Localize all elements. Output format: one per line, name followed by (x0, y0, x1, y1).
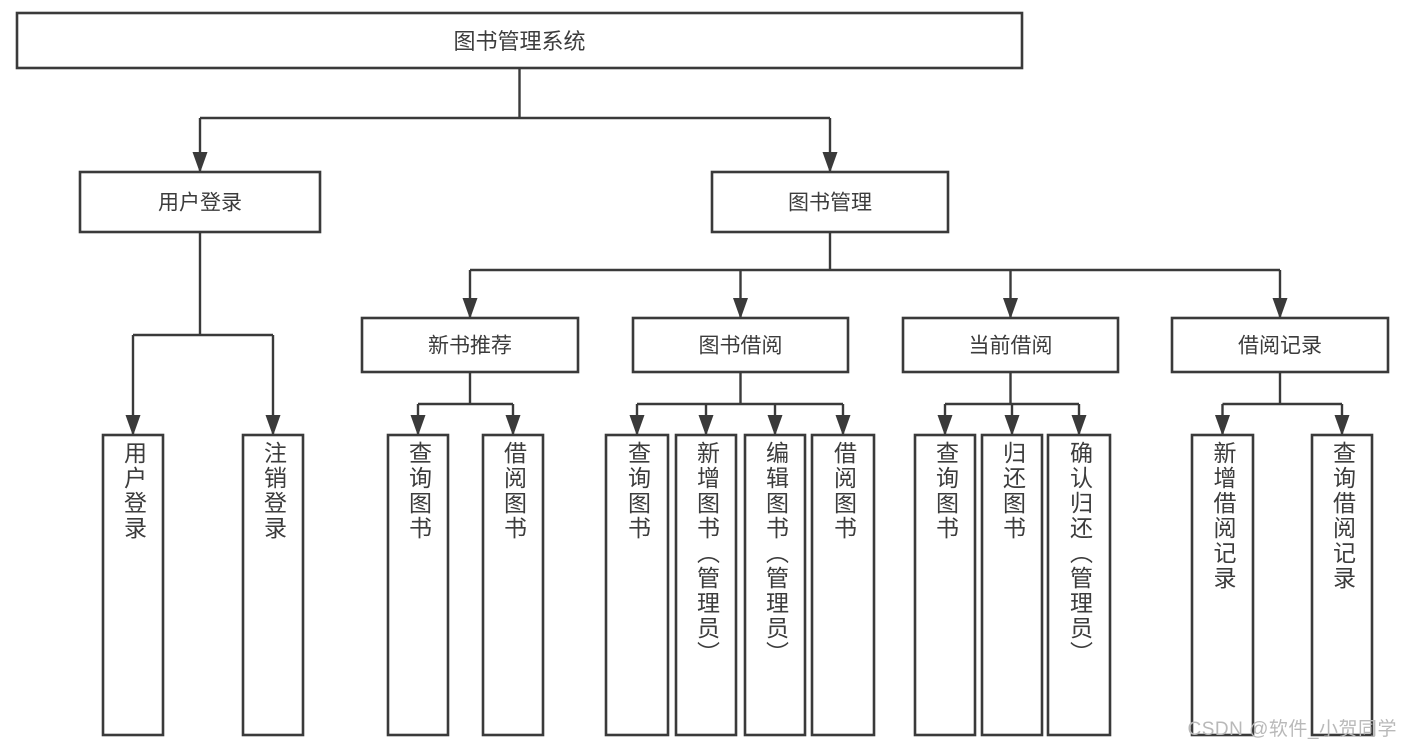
leaf-box-leaf-borrow-book-borrow[interactable] (810, 433, 876, 737)
leaf-box-leaf-add-book-admin[interactable] (674, 433, 738, 737)
node-label-user-login: 用户登录 (158, 192, 242, 215)
node-label-new-book-recommend: 新书推荐 (428, 335, 512, 358)
leaf-box-leaf-user-login[interactable] (101, 433, 165, 737)
node-label-root: 图书管理系统 (453, 29, 585, 54)
arrow-head-icon-leaf-query-book-borrow (629, 415, 645, 436)
arrow-head-icon-leaf-user-login (125, 415, 141, 436)
node-label-book-manage: 图书管理 (788, 192, 872, 215)
node-box-user-login[interactable] (78, 170, 322, 234)
leaf-box-leaf-query-book-borrow[interactable] (604, 433, 670, 737)
arrow-head-icon-leaf-confirm-return-admin (1071, 415, 1087, 436)
arrow-head-icon-book-borrow (733, 298, 748, 319)
leaf-box-leaf-query-book-recommend[interactable] (386, 433, 450, 737)
leaf-box-leaf-return-book[interactable] (980, 433, 1044, 737)
arrow-head-icon-leaf-query-borrow-record (1334, 415, 1350, 436)
node-box-book-borrow[interactable] (631, 316, 850, 374)
leaf-box-leaf-logout[interactable] (241, 433, 305, 737)
arrow-head-icon-leaf-logout (265, 415, 281, 436)
arrow-head-icon-user-login (192, 152, 208, 173)
arrow-head-icon-leaf-return-book (1004, 415, 1020, 436)
node-box-current-borrow[interactable] (901, 316, 1120, 374)
node-label-book-borrow: 图书借阅 (699, 335, 783, 358)
node-box-new-book-recommend[interactable] (360, 316, 580, 374)
boxes-layer (15, 11, 1390, 737)
node-box-book-manage[interactable] (710, 170, 950, 234)
connectors-layer (125, 68, 1350, 436)
leaf-box-leaf-add-borrow-record[interactable] (1190, 433, 1255, 737)
arrow-head-icon-current-borrow (1003, 298, 1018, 319)
arrow-head-icon-leaf-add-book-admin (698, 415, 714, 436)
leaf-box-leaf-borrow-book-recommend[interactable] (481, 433, 545, 737)
arrow-head-icon-leaf-edit-book-admin (767, 415, 783, 436)
arrow-head-icon-book-manage (822, 152, 838, 173)
arrow-head-icon-leaf-query-book-recommend (410, 415, 426, 436)
leaf-box-leaf-edit-book-admin[interactable] (743, 433, 807, 737)
arrow-head-icon-leaf-query-book-current (937, 415, 953, 436)
arrow-head-icon-new-book-recommend (462, 298, 478, 319)
leaf-box-leaf-query-borrow-record[interactable] (1310, 433, 1374, 737)
arrow-head-icon-leaf-borrow-book-recommend (505, 415, 521, 436)
arrow-head-icon-borrow-record (1272, 298, 1288, 319)
leaf-box-leaf-query-book-current[interactable] (913, 433, 977, 737)
node-label-current-borrow: 当前借阅 (969, 335, 1053, 358)
arrow-head-icon-leaf-add-borrow-record (1215, 415, 1230, 436)
node-box-borrow-record[interactable] (1170, 316, 1390, 374)
watermark-text: CSDN @软件_小贺同学 (1187, 719, 1397, 740)
node-box-root[interactable] (15, 11, 1024, 70)
leaf-box-leaf-confirm-return-admin[interactable] (1046, 433, 1112, 737)
node-label-borrow-record: 借阅记录 (1238, 335, 1322, 358)
arrow-head-icon-leaf-borrow-book-borrow (835, 415, 851, 436)
